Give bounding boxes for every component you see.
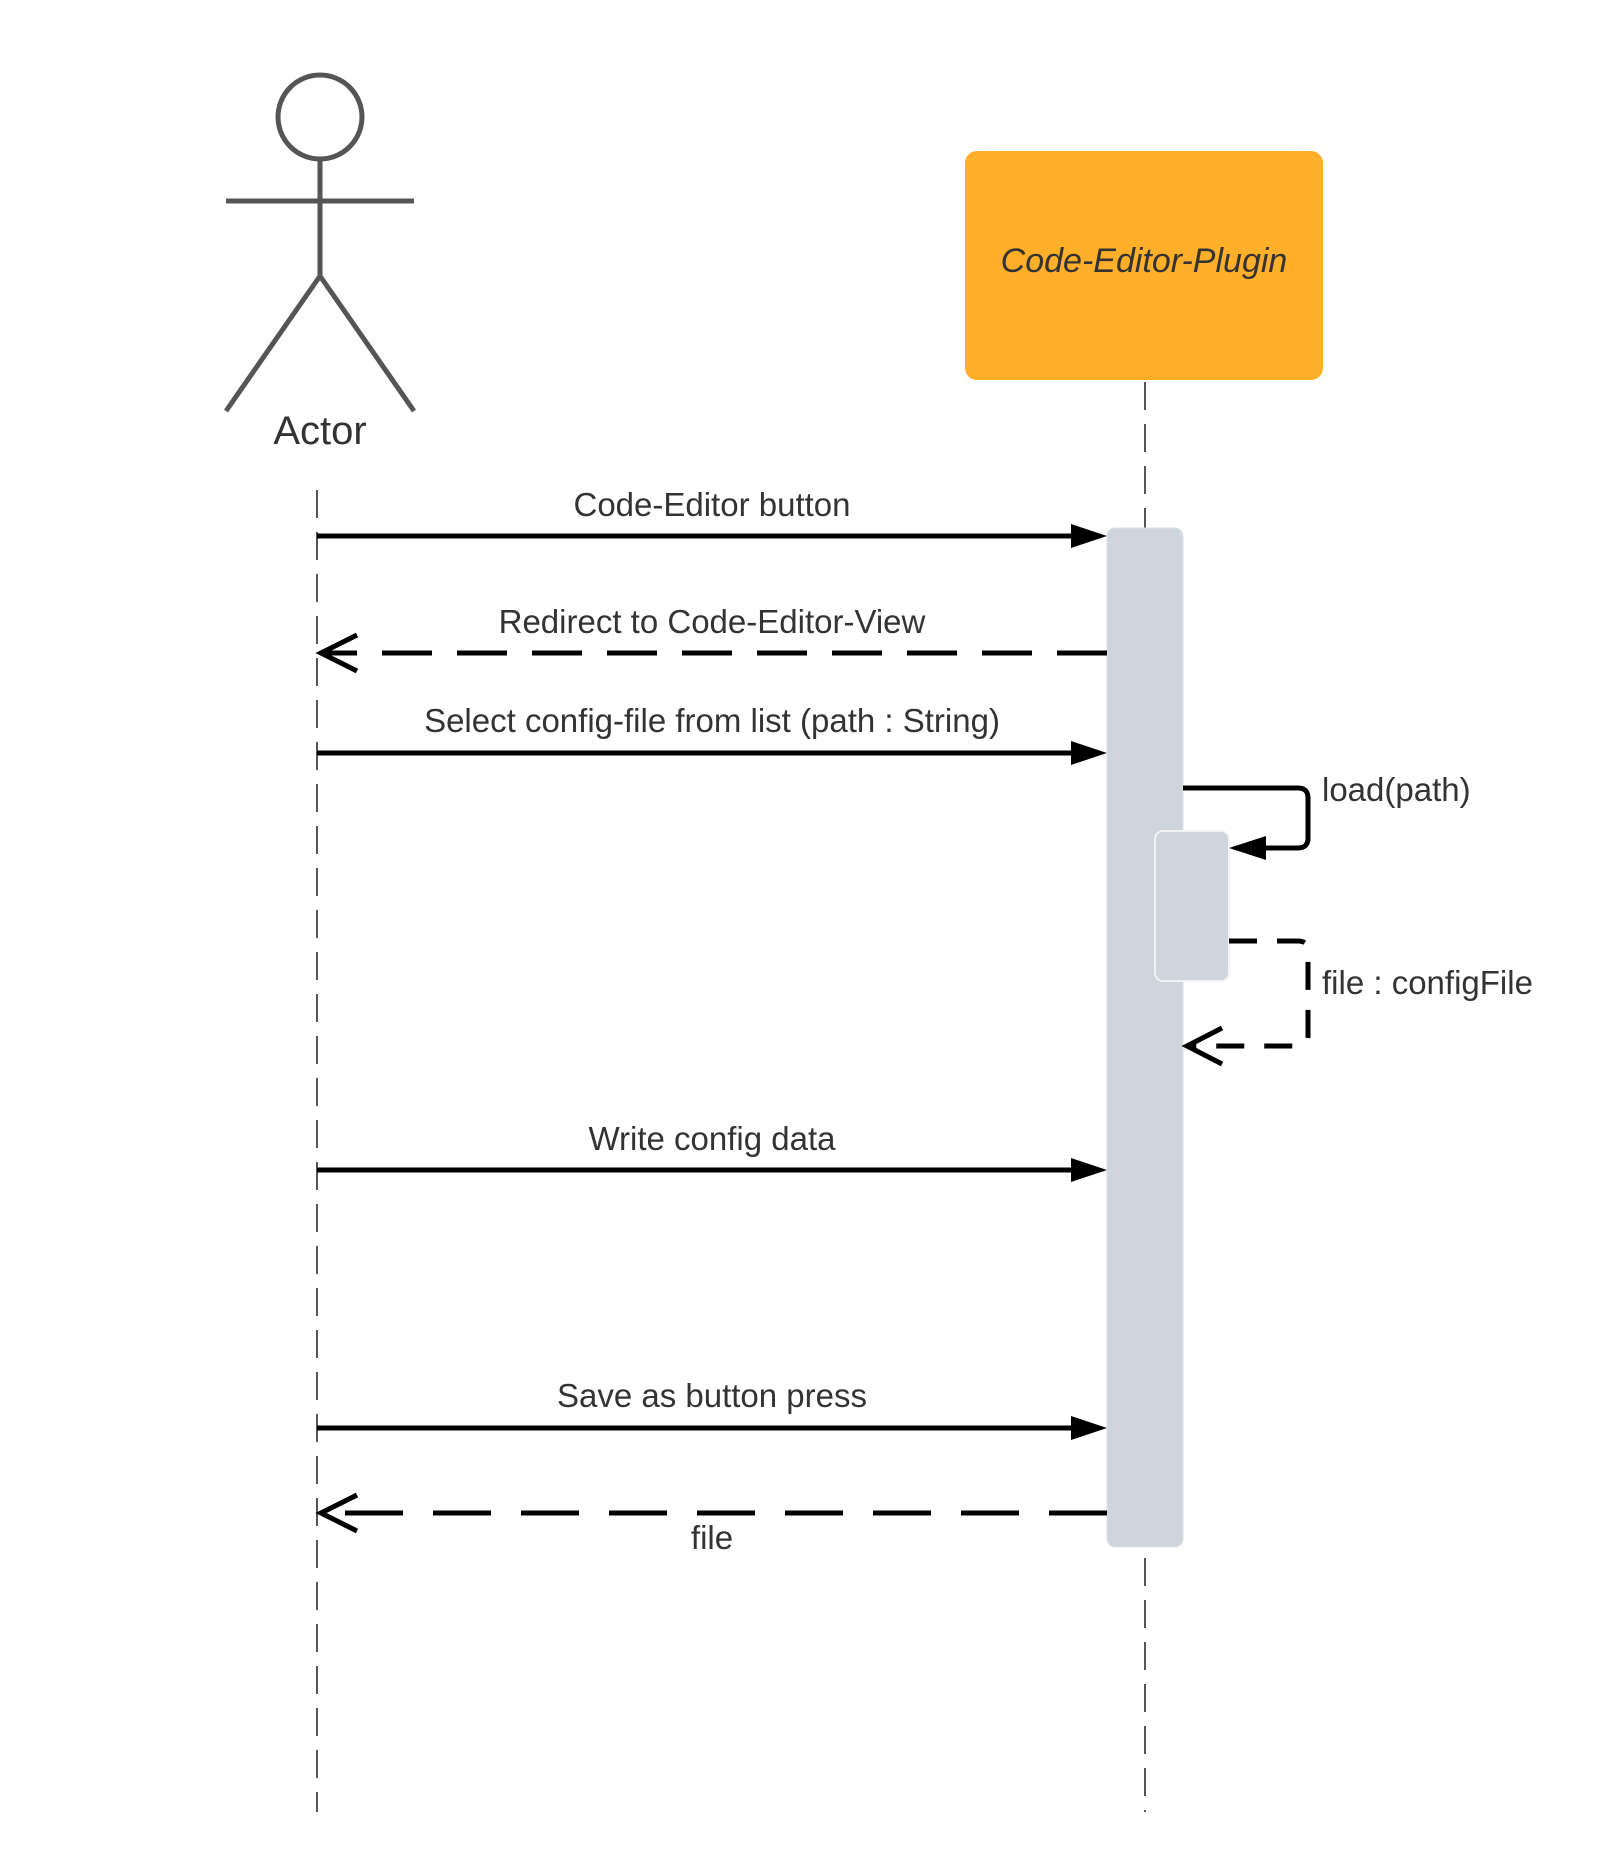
message-save-as-button-press: Save as button press bbox=[317, 1377, 1107, 1440]
message-label: Select config-file from list (path : Str… bbox=[424, 702, 1000, 739]
actor-head bbox=[275, 72, 365, 162]
actor-leg-left bbox=[223, 274, 323, 413]
message-label: Write config data bbox=[588, 1120, 836, 1157]
message-label: load(path) bbox=[1322, 771, 1471, 808]
message-code-editor-button: Code-Editor button bbox=[317, 486, 1107, 548]
message-label: Save as button press bbox=[557, 1377, 867, 1414]
message-label: Code-Editor button bbox=[573, 486, 850, 523]
actor-leg-right bbox=[317, 274, 417, 413]
message-file-return: file bbox=[315, 1492, 1107, 1556]
message-label: file : configFile bbox=[1322, 964, 1533, 1001]
message-write-config-data: Write config data bbox=[317, 1120, 1107, 1182]
message-label: file bbox=[691, 1519, 733, 1556]
self-return-config-file: file : configFile bbox=[1181, 938, 1533, 1067]
nested-activation-bar bbox=[1154, 830, 1230, 982]
message-select-config-file: Select config-file from list (path : Str… bbox=[317, 702, 1107, 765]
self-call-load-path: load(path) bbox=[1183, 771, 1471, 860]
plugin-box bbox=[965, 151, 1323, 380]
message-redirect-return: Redirect to Code-Editor-View bbox=[315, 603, 1107, 674]
actor-label: Actor bbox=[273, 409, 366, 453]
actor-figure bbox=[223, 72, 417, 413]
message-label: Redirect to Code-Editor-View bbox=[499, 603, 926, 640]
plugin-label: Code-Editor-Plugin bbox=[1001, 242, 1288, 280]
plugin-activation-bar bbox=[1106, 527, 1184, 1548]
